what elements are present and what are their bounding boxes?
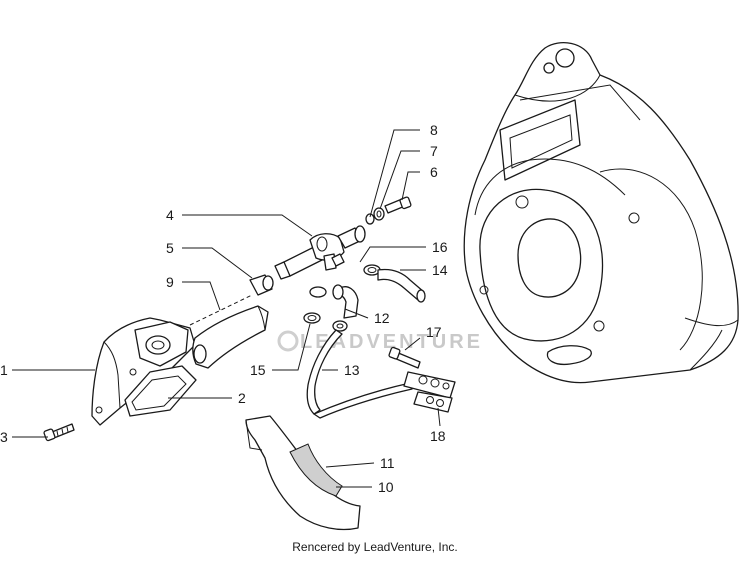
screw-part-3 xyxy=(43,423,75,442)
callout-9: 9 xyxy=(166,274,174,290)
callout-6: 6 xyxy=(430,164,438,180)
hose-part-14 xyxy=(377,268,426,303)
callout-7: 7 xyxy=(430,143,438,159)
callout-2: 2 xyxy=(238,390,246,406)
callout-8: 8 xyxy=(430,122,438,138)
gasket-part-2 xyxy=(124,365,197,417)
washer-part-7 xyxy=(373,207,385,221)
watermark-text: LEADVENTURE xyxy=(300,331,483,353)
bolt-part-17 xyxy=(388,346,421,369)
callout-10: 10 xyxy=(378,479,394,495)
engine-housing xyxy=(463,42,739,384)
callout-13: 13 xyxy=(344,362,360,378)
callout-4: 4 xyxy=(166,207,174,223)
clamp-part-15 xyxy=(303,312,321,324)
duct-part-9 xyxy=(192,305,269,369)
callout-15: 15 xyxy=(250,362,266,378)
callout-18: 18 xyxy=(430,428,446,444)
plug-part-5 xyxy=(249,274,274,296)
render-credit: Rencered by LeadVenture, Inc. xyxy=(292,540,458,554)
screw-part-6 xyxy=(384,196,412,214)
clamp-part-12 xyxy=(309,286,348,332)
callout-16: 16 xyxy=(432,239,448,255)
callout-3: 3 xyxy=(0,429,8,445)
plate-part-18 xyxy=(403,371,456,413)
callout-labels: 1 2 3 4 5 6 7 8 9 10 11 12 13 14 15 16 1… xyxy=(0,122,448,495)
elbow-hose xyxy=(332,284,359,319)
leader-lines xyxy=(12,129,441,488)
valve-part-4 xyxy=(274,225,366,280)
callout-14: 14 xyxy=(432,262,448,278)
pad-part-11 xyxy=(289,443,343,497)
watermark-logo: LEADVENTURE xyxy=(277,330,483,353)
callout-11: 11 xyxy=(380,455,395,471)
callout-12: 12 xyxy=(374,310,390,326)
callout-5: 5 xyxy=(166,240,174,256)
callout-1: 1 xyxy=(0,362,8,378)
bracket-part-1 xyxy=(91,317,196,426)
callout-17: 17 xyxy=(426,324,442,340)
washer-part-8 xyxy=(365,213,375,225)
